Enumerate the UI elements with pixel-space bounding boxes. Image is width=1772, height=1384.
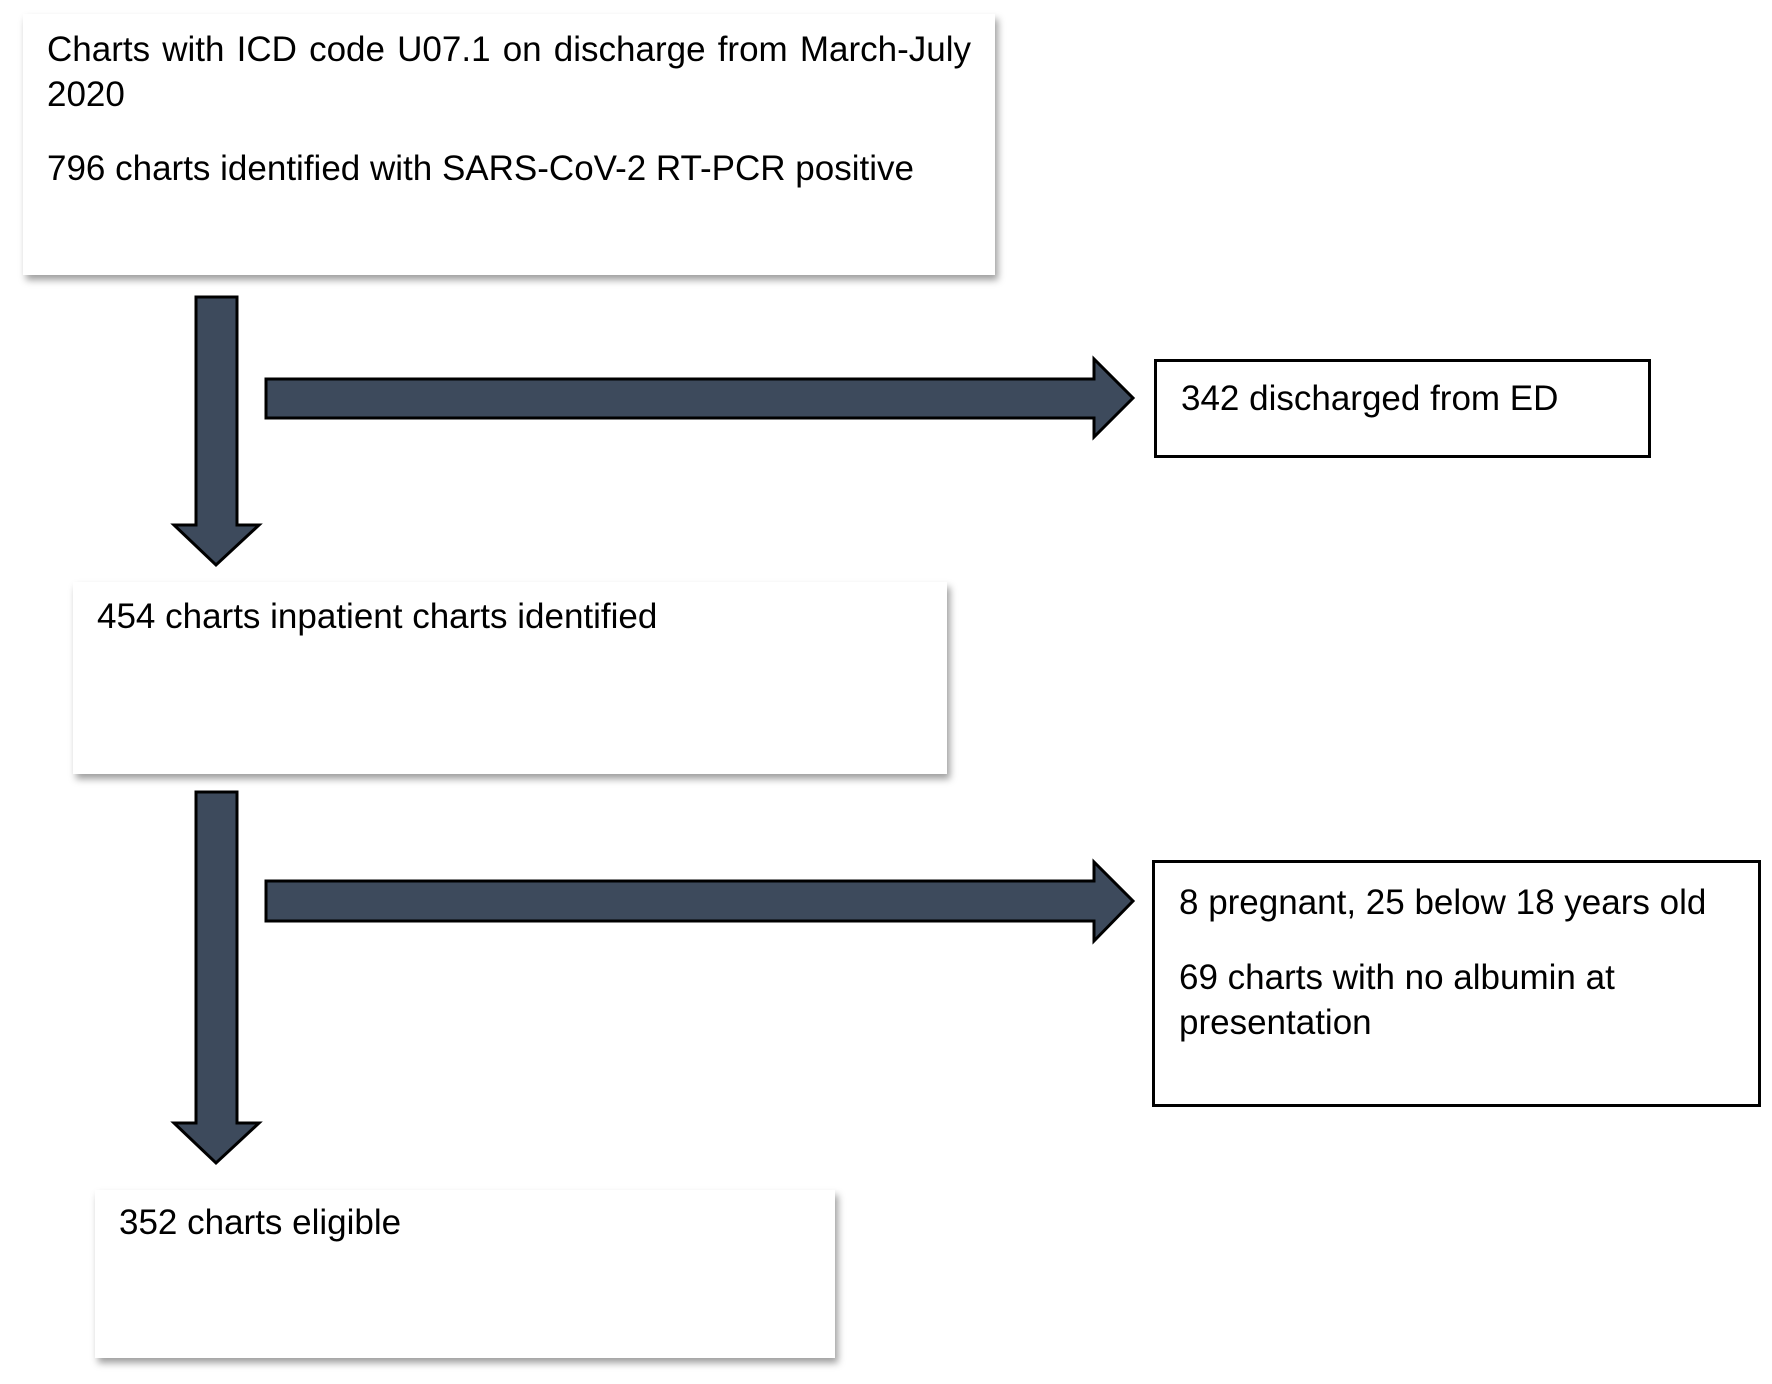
arrow-right-2 [264,858,1136,945]
inpatient-box-text: 454 charts inpatient charts identified [97,597,658,636]
exclusion-box-2: 8 pregnant, 25 below 18 years old 69 cha… [1152,860,1761,1107]
eligible-box: 352 charts eligible [95,1190,835,1358]
exclusion-box-1-text: 342 discharged from ED [1181,379,1559,418]
start-box-line1: Charts with ICD code U07.1 on discharge … [47,30,971,114]
exclusion-box-1: 342 discharged from ED [1154,359,1651,458]
start-box: Charts with ICD code U07.1 on discharge … [23,14,995,275]
exclusion-box-2-line2: 69 charts with no albumin at presentatio… [1179,958,1615,1042]
arrow-right-1 [264,355,1136,441]
eligible-box-text: 352 charts eligible [119,1203,402,1242]
exclusion-box-2-line1: 8 pregnant, 25 below 18 years old [1179,883,1707,922]
arrow-down-1 [170,295,263,568]
arrow-down-2 [170,790,263,1166]
inpatient-box: 454 charts inpatient charts identified [73,582,947,774]
start-box-line2: 796 charts identified with SARS-CoV-2 RT… [47,149,914,188]
